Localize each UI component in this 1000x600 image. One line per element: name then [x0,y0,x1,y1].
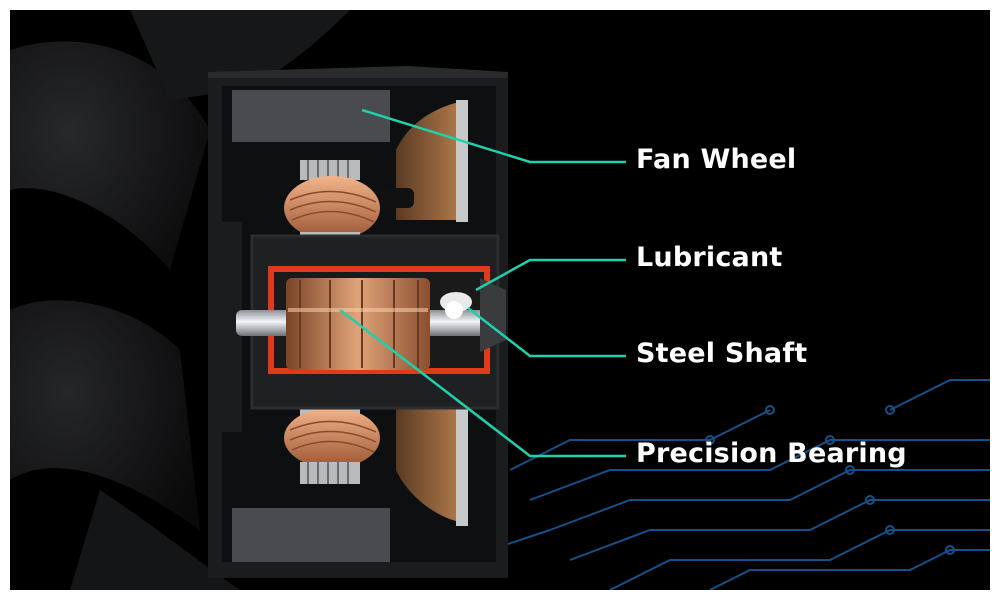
label-lubricant: Lubricant [636,242,783,273]
fan-wheel [222,90,390,562]
leader-lines [339,108,626,458]
diagram-frame: Fan Wheel Lubricant Steel Shaft Precisio… [10,10,990,590]
label-steel-shaft: Steel Shaft [636,338,808,369]
fan-motor-cutaway [10,10,990,590]
label-fan-wheel: Fan Wheel [636,144,797,175]
leader-line-fan-wheel [361,108,626,164]
circuit-pattern [489,379,990,590]
fan-blades [10,10,350,590]
label-precision-bearing: Precision Bearing [636,438,907,469]
leader-line-lubricant [475,258,626,292]
leader-line-steel-shaft [467,307,626,358]
leader-line-precision-bearing [339,309,626,458]
stator-coil-bottom [284,402,380,484]
